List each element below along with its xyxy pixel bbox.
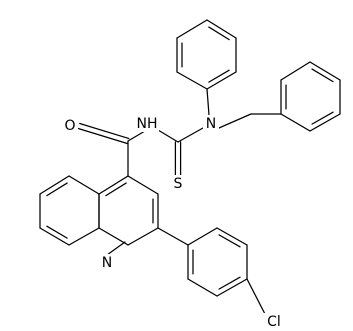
quinoline-n-label: N xyxy=(102,255,112,271)
nh-label: NH xyxy=(137,116,158,132)
benzo-ring-bond xyxy=(68,227,100,246)
benzo-ring-bond xyxy=(39,227,70,246)
sulfur-atom: S xyxy=(170,175,186,192)
pyridine-bond xyxy=(106,241,126,256)
quinoline-nitrogen-atom: N xyxy=(99,254,115,271)
bond xyxy=(157,129,179,143)
chlorine-atom: Cl xyxy=(262,313,286,330)
benzyl-ring-double-bond xyxy=(311,68,334,83)
pyridine-ring-bond xyxy=(127,227,159,246)
pyridine-ring-double-bond xyxy=(105,182,127,197)
chlorophenyl-ring-double-bond xyxy=(218,276,241,290)
thioamide-nitrogen-atom: N xyxy=(203,115,219,132)
s-label: S xyxy=(174,176,183,192)
carbonyl-double-bond xyxy=(79,122,130,140)
benzyl-ring-bond xyxy=(309,113,341,132)
pyridine-ring-bond xyxy=(98,227,129,246)
carbonyl-double-bond xyxy=(77,127,128,145)
oxygen-atom: O xyxy=(62,117,78,134)
phenyl-ring-double-bond xyxy=(208,26,230,41)
chlorophenyl-ring-bond xyxy=(216,227,248,246)
chlorophenyl-ring-bond xyxy=(187,227,218,246)
benzo-ring-bond xyxy=(39,175,70,195)
phenyl-ring-bond xyxy=(176,19,208,39)
label-layer: O NH N S N Cl xyxy=(62,115,286,330)
phenyl-ring-double-bond xyxy=(208,69,230,83)
benzyl-ring-double-bond xyxy=(311,111,334,125)
amide-nh-atom: NH xyxy=(135,115,159,132)
chlorophenyl-ring-bond xyxy=(216,278,248,297)
benzyl-ring-bond xyxy=(280,113,311,132)
cl-label: Cl xyxy=(267,314,281,330)
benzo-ring-double-bond xyxy=(46,225,68,239)
benzyl-ring-bond xyxy=(280,61,311,81)
benzo-ring-bond xyxy=(68,175,100,195)
chlorophenyl-ring-bond xyxy=(187,278,218,297)
pyridine-ring-bond xyxy=(127,175,159,195)
oxygen-label: O xyxy=(64,118,75,134)
bond xyxy=(206,88,210,116)
benzyl-ring-bond xyxy=(309,61,341,81)
bond xyxy=(246,278,267,317)
bond-layer xyxy=(39,19,341,317)
phenyl-ring-bond xyxy=(176,71,208,90)
bond xyxy=(127,130,146,142)
chlorophenyl-ring-double-bond xyxy=(218,234,241,248)
n-label: N xyxy=(206,116,216,132)
bond xyxy=(177,127,204,143)
benzo-ring-double-bond xyxy=(46,182,68,197)
bond xyxy=(218,113,252,129)
bond xyxy=(157,227,189,246)
phenyl-ring-bond xyxy=(206,19,237,39)
phenyl-ring-bond xyxy=(206,71,237,90)
pyridine-ring-bond xyxy=(98,175,129,195)
